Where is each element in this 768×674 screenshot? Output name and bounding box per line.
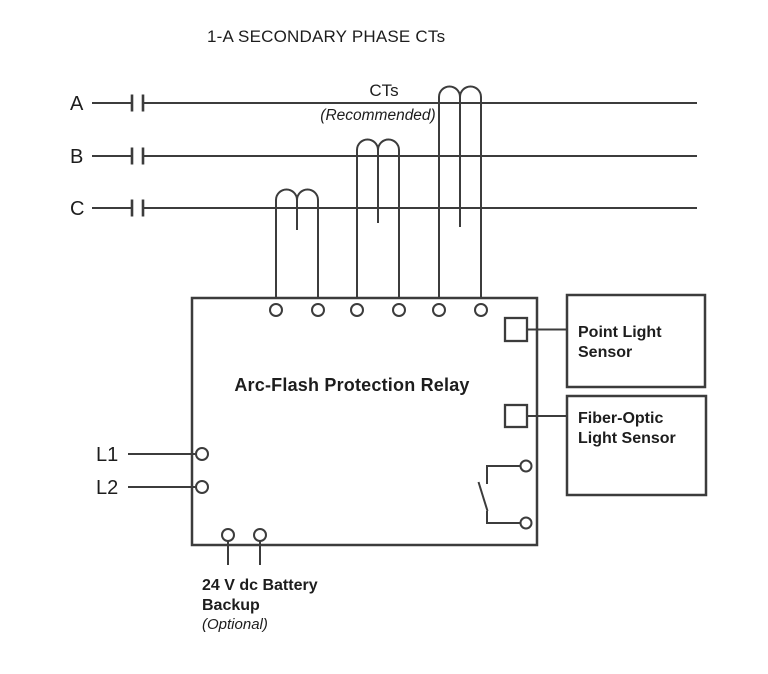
- terminal: [392, 303, 406, 317]
- phase-b-label: B: [70, 146, 83, 168]
- relay-label: Arc-Flash Protection Relay: [234, 375, 469, 395]
- output-contact-icon: [477, 459, 533, 530]
- point-sensor-port: [503, 316, 529, 343]
- terminal: [311, 303, 325, 317]
- point-light-sensor-box: [565, 293, 707, 389]
- ct-phase-b-icon: [356, 138, 400, 304]
- terminal: [474, 303, 488, 317]
- fiber-optic-light-sensor: Fiber-Optic Light Sensor: [565, 394, 708, 497]
- battery-label-line2: Backup: [202, 597, 260, 614]
- battery-terminals: [221, 528, 267, 565]
- ct-phase-c-icon: [275, 188, 319, 304]
- point-light-sensor-label-line2: Sensor: [578, 344, 632, 361]
- phase-a-label: A: [70, 93, 84, 115]
- terminal: [195, 480, 209, 494]
- fiber-sensor-port: [503, 403, 529, 429]
- relay-box: [190, 296, 539, 547]
- terminal: [350, 303, 364, 317]
- l2-label: L2: [96, 477, 118, 499]
- breaker-c-icon: [130, 199, 145, 217]
- fiber-optic-light-sensor-box: [565, 394, 708, 497]
- phase-a: A: [70, 93, 697, 115]
- ct-input-terminals: [269, 303, 488, 317]
- terminal: [519, 459, 533, 473]
- terminal: [432, 303, 446, 317]
- point-light-sensor-label-line1: Point Light: [578, 324, 662, 341]
- terminal: [195, 447, 209, 461]
- power-input-l2: L2: [96, 477, 209, 499]
- breaker-a-icon: [130, 94, 145, 112]
- ct-label: CTs: [369, 81, 398, 100]
- terminal: [221, 528, 235, 542]
- ct-phase-a-icon: [438, 85, 482, 304]
- battery-note: (Optional): [202, 616, 268, 633]
- phase-c-label: C: [70, 198, 84, 220]
- ct-note: (Recommended): [320, 107, 435, 124]
- phase-c: C: [70, 198, 697, 220]
- phase-b: B: [70, 146, 697, 168]
- terminal: [253, 528, 267, 542]
- power-input-l1: L1: [96, 444, 209, 466]
- fiber-optic-sensor-label-line1: Fiber-Optic: [578, 410, 663, 427]
- breaker-b-icon: [130, 147, 145, 165]
- terminal: [519, 516, 533, 530]
- battery-label-line1: 24 V dc Battery: [202, 577, 318, 594]
- terminal: [269, 303, 283, 317]
- l1-label: L1: [96, 444, 118, 466]
- battery-caption: 24 V dc Battery Backup (Optional): [202, 577, 318, 633]
- diagram-title: 1-A SECONDARY PHASE CTs: [207, 27, 445, 46]
- point-light-sensor: Point Light Sensor: [565, 293, 707, 389]
- fiber-optic-sensor-label-line2: Light Sensor: [578, 430, 676, 447]
